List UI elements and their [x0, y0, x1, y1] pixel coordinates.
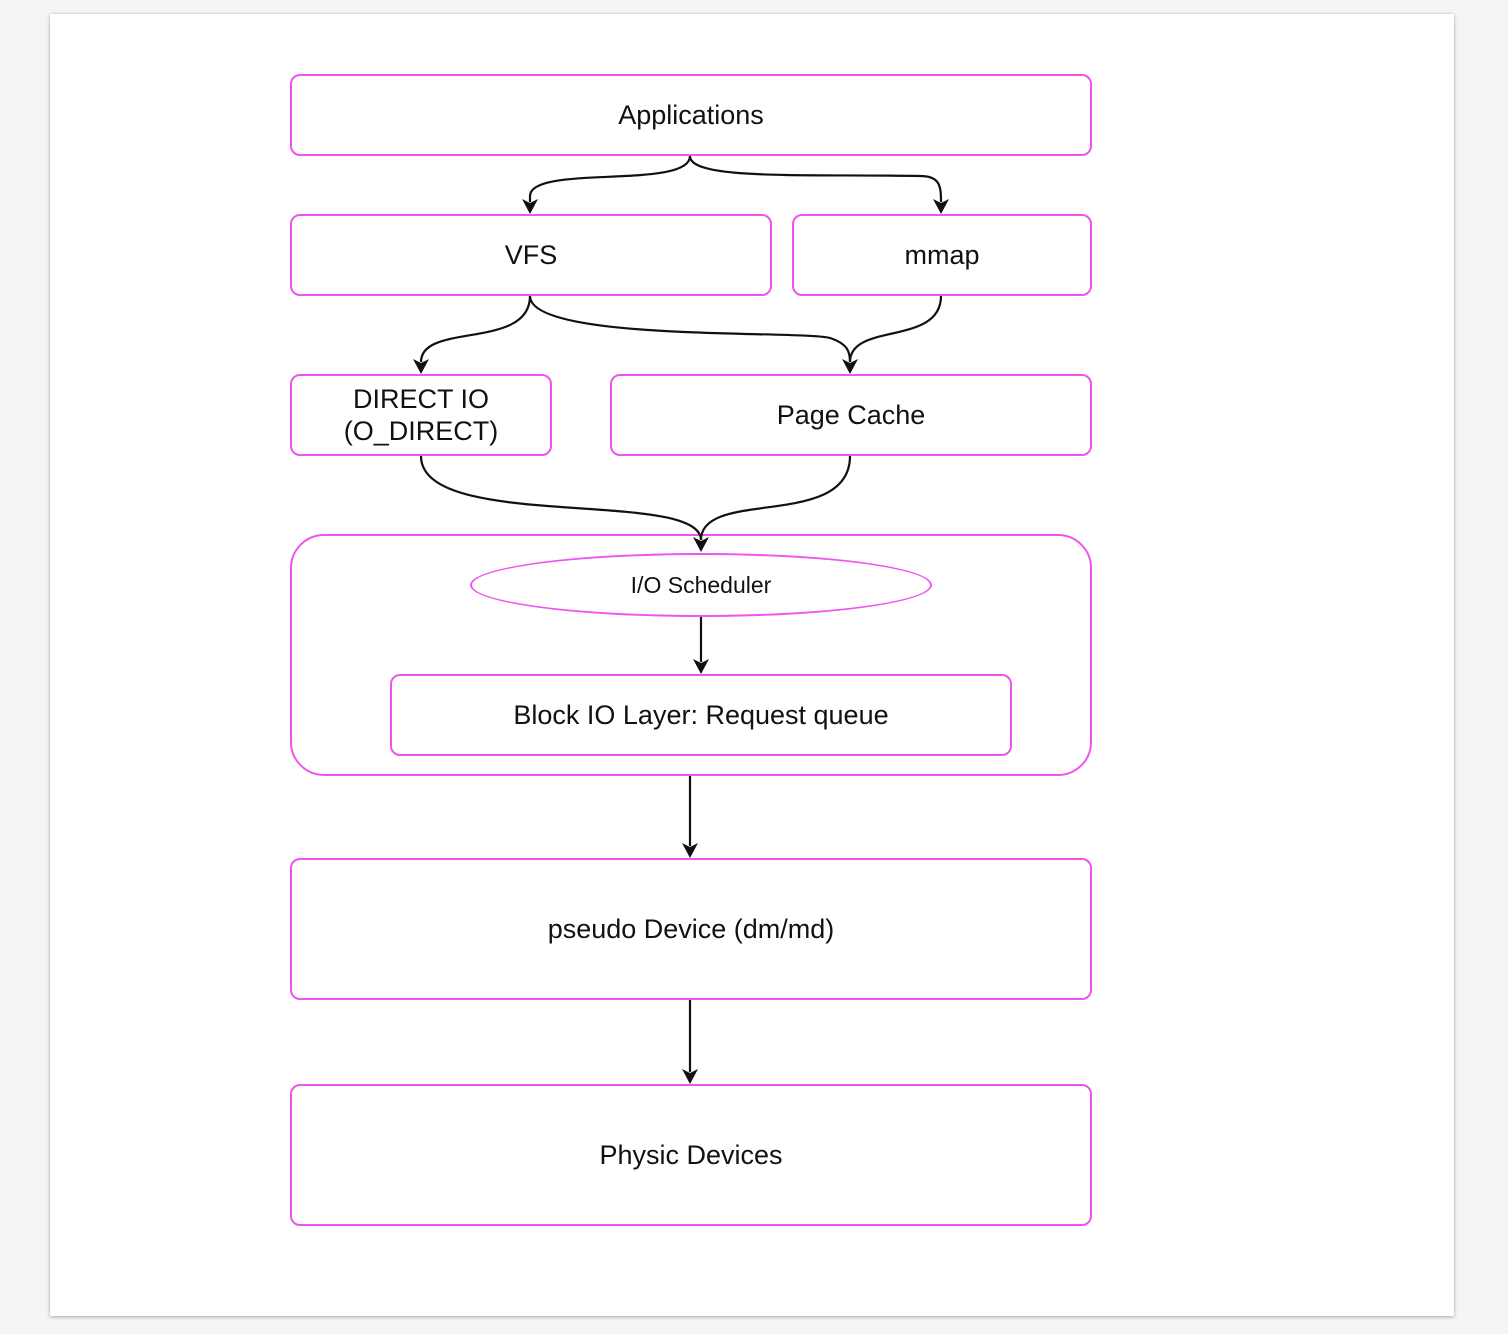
node-direct-io: DIRECT IO (O_DIRECT) — [290, 374, 552, 456]
node-mmap-label: mmap — [904, 240, 980, 270]
node-direct-io-label-line1: DIRECT IO — [352, 384, 489, 414]
node-mmap: mmap — [792, 214, 1092, 296]
node-physic-devices-label: Physic Devices — [599, 1140, 783, 1170]
node-block-io-layer-label: Block IO Layer: Request queue — [513, 700, 889, 730]
node-applications: Applications — [290, 74, 1092, 156]
node-physic-devices: Physic Devices — [290, 1084, 1092, 1226]
node-io-scheduler-label: I/O Scheduler — [630, 571, 772, 598]
node-pseudo-device-label: pseudo Device (dm/md) — [547, 914, 835, 944]
node-page-cache: Page Cache — [610, 374, 1092, 456]
node-block-io-layer: Block IO Layer: Request queue — [390, 674, 1012, 756]
node-io-scheduler: I/O Scheduler — [470, 553, 932, 617]
node-direct-io-label-line2: (O_DIRECT) — [343, 416, 499, 446]
node-vfs: VFS — [290, 214, 772, 296]
node-page-cache-label: Page Cache — [776, 400, 926, 430]
node-applications-label: Applications — [618, 100, 764, 130]
node-vfs-label: VFS — [504, 240, 558, 270]
node-pseudo-device: pseudo Device (dm/md) — [290, 858, 1092, 1000]
